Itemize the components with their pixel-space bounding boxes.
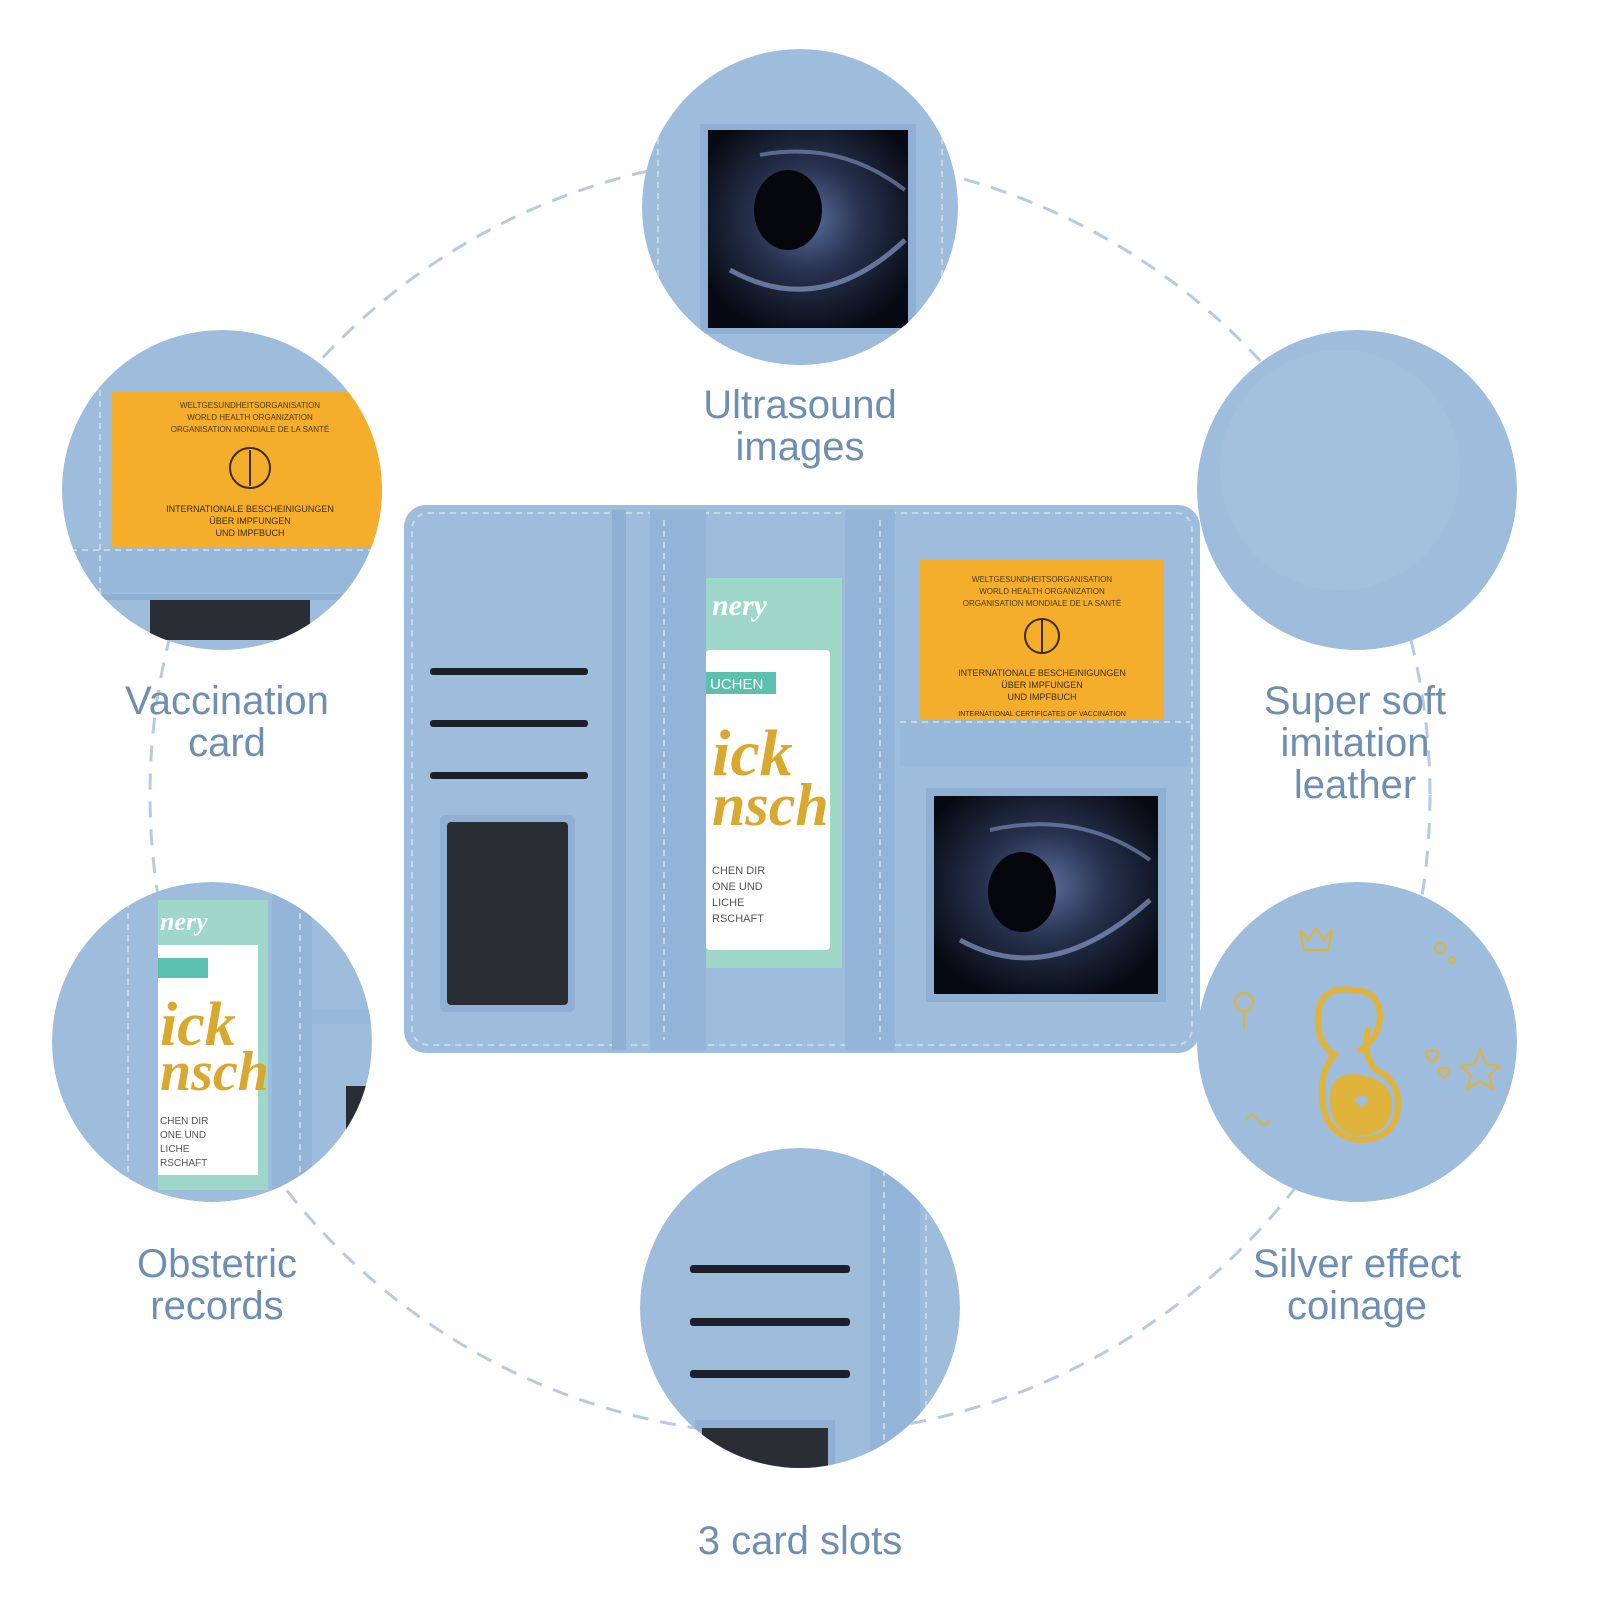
label-ultrasound-line-1: Ultrasound: [703, 383, 897, 427]
booklet-script-1: ick: [712, 717, 793, 790]
zoom-card-title-3: UND IMPFBUCH: [216, 528, 285, 538]
detail-card-slots: [640, 1148, 960, 1468]
zoom-booklet-text-2: ONE UND: [160, 1130, 206, 1141]
card-title-2: ÜBER IMPFUNGEN: [1001, 680, 1083, 690]
zoom-booklet-text-3: LICHE: [160, 1144, 190, 1155]
card-title-3: UND IMPFBUCH: [1008, 692, 1077, 702]
booklet-script-2: nsch: [712, 772, 829, 838]
label-leather-line-1: Super soft: [1263, 679, 1447, 723]
label-card-slots: 3 card slots: [675, 1520, 925, 1562]
who-emblem: [1024, 618, 1060, 654]
label-leather: Super soft imitation leather: [1240, 680, 1470, 806]
card-footer: INTERNATIONAL CERTIFICATES OF VACCINATIO…: [958, 711, 1126, 718]
zoom-card-org-3: ORGANISATION MONDIALE DE LA SANTÉ: [171, 425, 330, 434]
zoom-booklet-script-1: ick: [160, 991, 236, 1059]
zoom-who-emblem: [229, 447, 271, 489]
booklet-text-2: ONE UND: [712, 881, 763, 893]
booklet-text-1: CHEN DIR: [712, 865, 765, 877]
label-vaccination-line-2: card: [188, 721, 266, 765]
zoom-booklet-text-4: RSCHAFT: [160, 1158, 207, 1169]
booklet-text-3: LICHE: [712, 897, 744, 909]
detail-leather: [1197, 330, 1517, 650]
label-ultrasound-line-2: images: [735, 425, 865, 469]
sparkle-icon: [1434, 942, 1446, 954]
zoom-card-org-2: WORLD HEALTH ORGANIZATION: [187, 413, 313, 422]
label-vaccination: Vaccination card: [112, 680, 342, 764]
zoom-booklet-text-1: CHEN DIR: [160, 1116, 208, 1127]
detail-coinage: [1197, 882, 1517, 1202]
label-ultrasound: Ultrasound images: [690, 384, 910, 468]
label-obstetric-line-1: Obstetric: [136, 1242, 298, 1286]
label-coinage: Silver effect coinage: [1232, 1243, 1482, 1327]
zoom-card-title-2: ÜBER IMPFUNGEN: [209, 516, 291, 526]
zoom-booklet-script-2: nsch: [160, 1041, 269, 1103]
booklet-banner: UCHEN: [710, 676, 763, 693]
detail-obstetric: nery ick nsch CHEN DIR ONE UND LICHE RSC…: [52, 882, 372, 1202]
booklet-brand: nery: [712, 589, 768, 622]
booklet-text-4: RSCHAFT: [712, 913, 764, 925]
heart-icon: [1424, 1049, 1440, 1064]
folder-center: nery UCHEN ick nsch CHEN DIR ONE UND LIC…: [404, 505, 1200, 1053]
label-vaccination-line-1: Vaccination: [125, 679, 329, 723]
pacifier-icon: [1245, 1114, 1271, 1126]
detail-ultrasound: [642, 49, 958, 365]
card-org-1: WELTGESUNDHEITSORGANISATION: [972, 575, 1112, 584]
pregnant-woman-icon: [1314, 986, 1402, 1144]
zoom-booklet-brand: nery: [160, 907, 208, 936]
label-leather-line-3: leather: [1293, 763, 1417, 807]
card-title-1: INTERNATIONALE BESCHEINIGUNGEN: [958, 668, 1126, 678]
label-card-slots-line-1: 3 card slots: [697, 1519, 903, 1563]
star-icon: [1457, 1047, 1503, 1092]
label-coinage-line-1: Silver effect: [1252, 1242, 1462, 1286]
dashed-guide-ring: [148, 153, 1432, 1437]
crown-icon: [1299, 926, 1333, 951]
card-org-2: WORLD HEALTH ORGANIZATION: [979, 587, 1105, 596]
label-leather-line-2: imitation: [1280, 721, 1430, 765]
rattle-icon: [1234, 992, 1254, 1012]
label-obstetric: Obstetric records: [112, 1243, 322, 1327]
zoom-card-org-1: WELTGESUNDHEITSORGANISATION: [180, 401, 320, 410]
label-coinage-line-2: coinage: [1286, 1284, 1428, 1328]
zoom-card-title-1: INTERNATIONALE BESCHEINIGUNGEN: [166, 504, 334, 514]
card-org-3: ORGANISATION MONDIALE DE LA SANTÉ: [963, 599, 1122, 608]
heart-small-icon: [1437, 1066, 1451, 1080]
detail-vaccination: WELTGESUNDHEITSORGANISATION WORLD HEALTH…: [62, 330, 382, 650]
label-obstetric-line-2: records: [150, 1284, 284, 1328]
